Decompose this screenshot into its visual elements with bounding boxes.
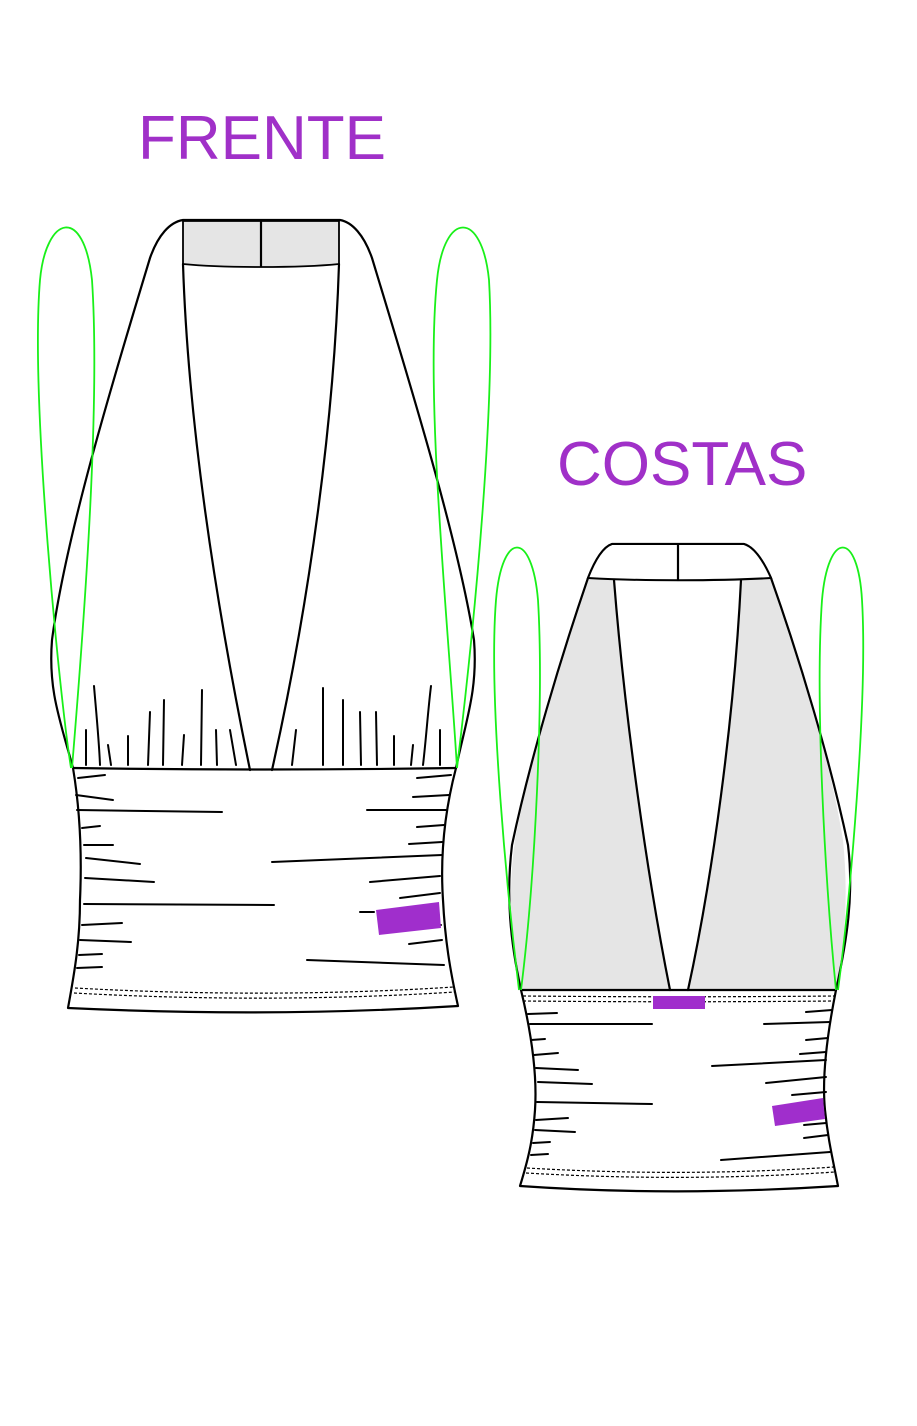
back-left-lower-gathers xyxy=(527,1012,653,1156)
front-left-lower-gathers xyxy=(75,774,275,969)
back-body-outline xyxy=(508,542,852,1193)
back-hem-stitch-1 xyxy=(526,1166,835,1173)
back-left-strap xyxy=(493,546,541,991)
front-right-panel-edge xyxy=(270,262,341,772)
front-left-panel-edge xyxy=(181,262,252,772)
back-right-panel-edge xyxy=(686,578,743,992)
back-right-lower-gathers xyxy=(711,1009,833,1161)
back-center-tag xyxy=(653,996,705,1009)
back-right-strap xyxy=(818,546,865,991)
back-hem-stitch-2 xyxy=(525,1171,836,1178)
front-right-strap xyxy=(432,226,492,769)
back-yoke-fill xyxy=(510,578,670,990)
back-left-panel-edge xyxy=(612,578,672,992)
front-body-outline xyxy=(50,218,476,1014)
back-care-tag xyxy=(772,1098,825,1126)
front-upper-gathers xyxy=(85,685,441,766)
front-garment xyxy=(37,218,492,1014)
front-hem-stitch-2 xyxy=(73,991,456,999)
front-right-lower-gathers xyxy=(271,774,452,966)
front-left-strap xyxy=(37,226,96,769)
front-view-label: FRENTE xyxy=(138,104,386,173)
front-waist-seam xyxy=(71,766,458,771)
back-collar xyxy=(586,543,773,582)
front-hem-stitch-1 xyxy=(74,986,455,994)
back-garment xyxy=(493,542,865,1193)
back-view-label: COSTAS xyxy=(557,430,808,499)
back-yoke-fill-right xyxy=(688,578,846,990)
front-care-tag xyxy=(376,902,441,935)
